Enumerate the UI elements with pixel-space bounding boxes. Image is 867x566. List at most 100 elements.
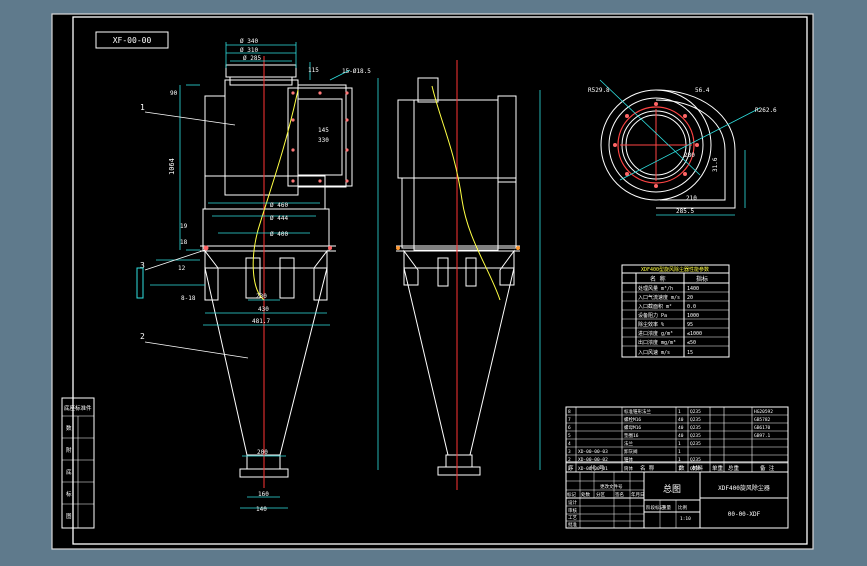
dim-145: 145: [318, 127, 329, 134]
tb-cell: 分区: [596, 491, 605, 498]
dim-330: 330: [318, 137, 329, 144]
side-bolts: [396, 246, 520, 250]
bom-head: 单重: [712, 464, 724, 472]
part-2: 2: [140, 332, 145, 341]
tb-cell: 标记: [567, 491, 576, 498]
bom-head: 代 号: [590, 464, 605, 472]
dim-140: 140: [256, 506, 267, 513]
bom-cell: 垫圈16: [624, 432, 639, 439]
tech-cell: 0.0: [687, 304, 696, 310]
bom-head: 总重: [728, 464, 740, 472]
part-numbers: 1 2 3: [140, 103, 145, 341]
dim-18: 18: [180, 239, 188, 246]
tb-label: 阶段标记: [646, 504, 664, 511]
plan-b: 280: [684, 152, 695, 159]
title-block: 标记 处数 分区 更改文件号 签名 年月日 设计 审核 工艺 批准 阶段标记 重…: [565, 471, 789, 529]
bom-cell: 法兰: [624, 440, 633, 447]
dim-90: 90: [170, 90, 178, 97]
tech-cell: 15: [687, 350, 693, 356]
tech-cell: 处理风量 m³/h: [638, 285, 673, 292]
dim-d400: Ø 400: [270, 231, 288, 238]
tb-label: 1:10: [680, 516, 691, 522]
bom-cell: Q235: [690, 433, 701, 439]
tech-cell: ≤1000: [687, 331, 702, 337]
tech-cell: 20: [687, 295, 693, 301]
strip-label: 底座标准件: [64, 404, 92, 412]
side-flow-curve: [431, 85, 501, 301]
plan-d: 285.5: [676, 208, 694, 215]
bom-cell: 8: [568, 409, 571, 415]
left-strip: 底座标准件 数 附 底 标 图: [61, 397, 95, 529]
bom-cell: Q235: [690, 425, 701, 431]
tech-cell: 入口气流速度 m/s: [638, 294, 680, 301]
bom-cell: Q235: [690, 466, 701, 472]
tb-label: 工艺: [568, 515, 577, 521]
bom-cell: 标准锥形法兰: [624, 408, 651, 415]
plan-view: [599, 79, 761, 216]
strip-label: 底: [66, 468, 72, 476]
part-1: 1: [140, 103, 145, 112]
tech-h1: 名 称: [650, 275, 666, 283]
leaders: [144, 111, 249, 359]
drawing-number: 00-00-XDF: [728, 511, 761, 518]
side-dims: [377, 78, 541, 470]
dim-12: 12: [178, 265, 186, 272]
dim-115: 115: [308, 67, 319, 74]
plan-r2: R262.6: [755, 107, 777, 114]
tb-cell: 更改文件号: [600, 483, 623, 490]
bom-head: 材料: [692, 464, 704, 472]
dim-160: 160: [258, 491, 269, 498]
left-leg: [204, 249, 219, 301]
flange-bolts: [203, 245, 332, 251]
bom-cell: GB97.1: [754, 433, 771, 439]
tech-cell: ≤50: [687, 340, 696, 346]
side-outlet: [417, 77, 439, 103]
plan-c: 210: [686, 195, 697, 202]
bom-cell: Q235: [690, 409, 701, 415]
plan-e: 31.6: [712, 157, 719, 172]
strip-label: 数: [66, 424, 72, 432]
dim-230: 230: [256, 293, 267, 300]
bom-cell: Q235: [690, 457, 701, 463]
tb-cell: 签名: [615, 491, 624, 498]
dim-d340: Ø 340: [240, 38, 258, 45]
plan-dims: R529.8 R262.6 56.4 280 210 285.5 31.6: [588, 87, 777, 215]
code-box: [95, 31, 169, 49]
inner-tube-2: [279, 257, 295, 299]
strip-label: 图: [66, 512, 72, 520]
bom-cell: GB5782: [754, 417, 771, 423]
bom-cell: 1: [678, 409, 681, 415]
plan-a: 56.4: [695, 87, 710, 94]
bom-cell: 螺母M16: [624, 424, 641, 431]
left-annotations: [136, 267, 144, 299]
bom-cell: XD-00-00-02: [578, 457, 608, 463]
code-top: XF-00-00: [113, 36, 152, 45]
bom-cell: XD-00-00-03: [578, 449, 608, 455]
plan-r1: R529.8: [588, 87, 610, 94]
dim-1064: 1064: [168, 158, 176, 175]
bom-cell: 1: [678, 441, 681, 447]
inner-border: [72, 16, 808, 545]
bom-cell: 1: [678, 449, 681, 455]
tech-title: XDF400型旋风除尘器性能参数: [641, 266, 709, 273]
bom-cell: XD-00-00-01: [578, 466, 608, 472]
side-lower: [401, 177, 517, 249]
dim-8-18: 8-18: [181, 295, 196, 302]
bom-cell: 筒体: [624, 465, 633, 472]
inlet-flange: [287, 87, 353, 187]
bom-cell: 7: [568, 417, 571, 423]
tech-cell: 除尘效率 %: [638, 321, 664, 328]
tb-label: 比例: [678, 504, 687, 511]
dim-481: 481.7: [252, 318, 270, 325]
dim-d460: Ø 460: [270, 202, 288, 209]
bom-head: 名 称: [640, 464, 655, 472]
bom-cell: 1: [678, 466, 681, 472]
dim-19: 19: [180, 223, 188, 230]
part-3: 3: [140, 261, 145, 270]
front-dims: [150, 42, 351, 509]
tech-cell: 入口截面积 m²: [638, 303, 672, 310]
sheet-background: [51, 13, 814, 550]
tb-label: 审核: [568, 507, 577, 514]
